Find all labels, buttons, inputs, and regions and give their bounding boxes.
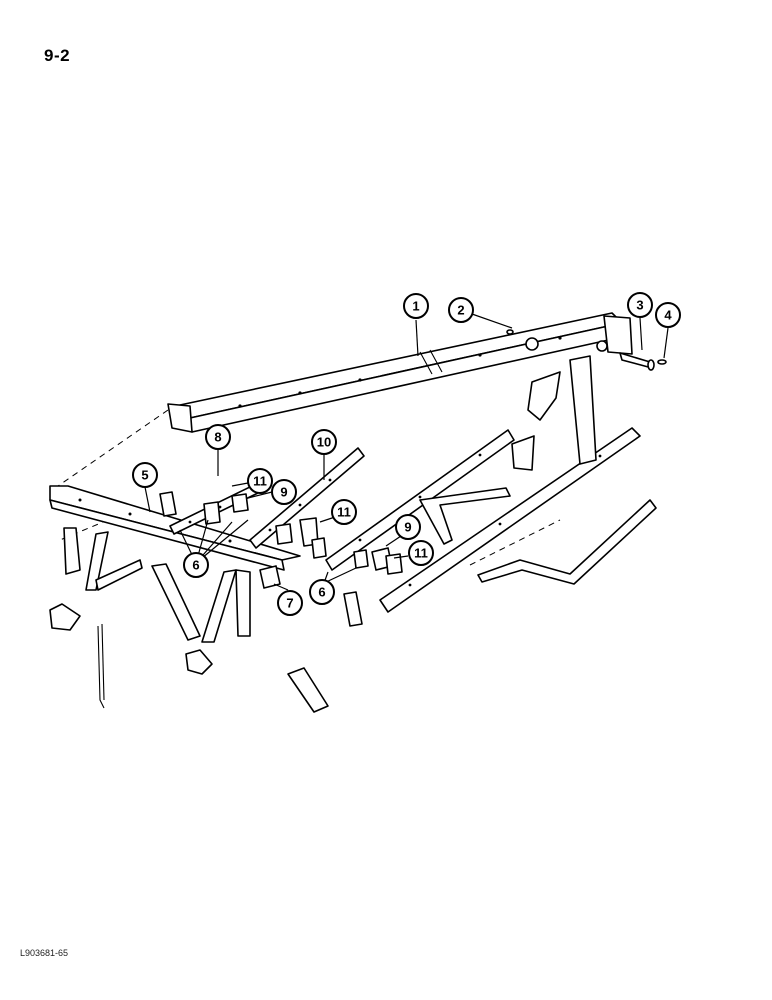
callout-5: 5 [132, 462, 158, 488]
svg-text:9: 9 [280, 485, 287, 500]
shank-arms [63, 527, 363, 713]
svg-text:11: 11 [414, 546, 428, 561]
svg-text:11: 11 [253, 474, 267, 489]
svg-text:5: 5 [141, 468, 148, 483]
figure-code: L903681-65 [20, 948, 69, 958]
svg-text:1: 1 [412, 299, 419, 314]
page-number: 9-2 [44, 46, 71, 65]
svg-text:6: 6 [318, 585, 325, 600]
callout-2: 2 [448, 297, 474, 323]
svg-text:6: 6 [192, 558, 199, 573]
tool-bar-long [379, 427, 641, 613]
leader-lines [144, 313, 669, 591]
mount-brackets [159, 355, 597, 589]
svg-text:11: 11 [337, 505, 351, 520]
spring-tine [97, 623, 105, 709]
svg-text:8: 8 [214, 430, 221, 445]
callout-7: 7 [277, 590, 303, 616]
callout-6-right: 6 [309, 579, 335, 605]
callout-8: 8 [205, 424, 231, 450]
callout-4: 4 [655, 302, 681, 328]
sweeps [49, 603, 213, 675]
main-frame-tube [167, 312, 633, 433]
callout-3: 3 [627, 292, 653, 318]
callout-11-upper: 11 [247, 468, 273, 494]
callout-11-lower: 11 [408, 540, 434, 566]
svg-text:10: 10 [317, 435, 331, 450]
svg-text:4: 4 [664, 308, 672, 323]
callout-6-left: 6 [183, 552, 209, 578]
svg-text:3: 3 [636, 298, 643, 313]
phantom-outline [57, 409, 561, 566]
svg-text:9: 9 [404, 520, 411, 535]
callout-9-upper: 9 [271, 479, 297, 505]
tool-bar-10 [249, 447, 365, 549]
svg-text:2: 2 [457, 303, 464, 318]
hitch-pin [506, 329, 667, 371]
callout-10: 10 [311, 429, 337, 455]
callout-11-middle: 11 [331, 499, 357, 525]
cross-bar-rear [477, 499, 657, 585]
callout-9-lower: 9 [395, 514, 421, 540]
svg-text:7: 7 [286, 596, 293, 611]
callout-1: 1 [403, 293, 429, 319]
